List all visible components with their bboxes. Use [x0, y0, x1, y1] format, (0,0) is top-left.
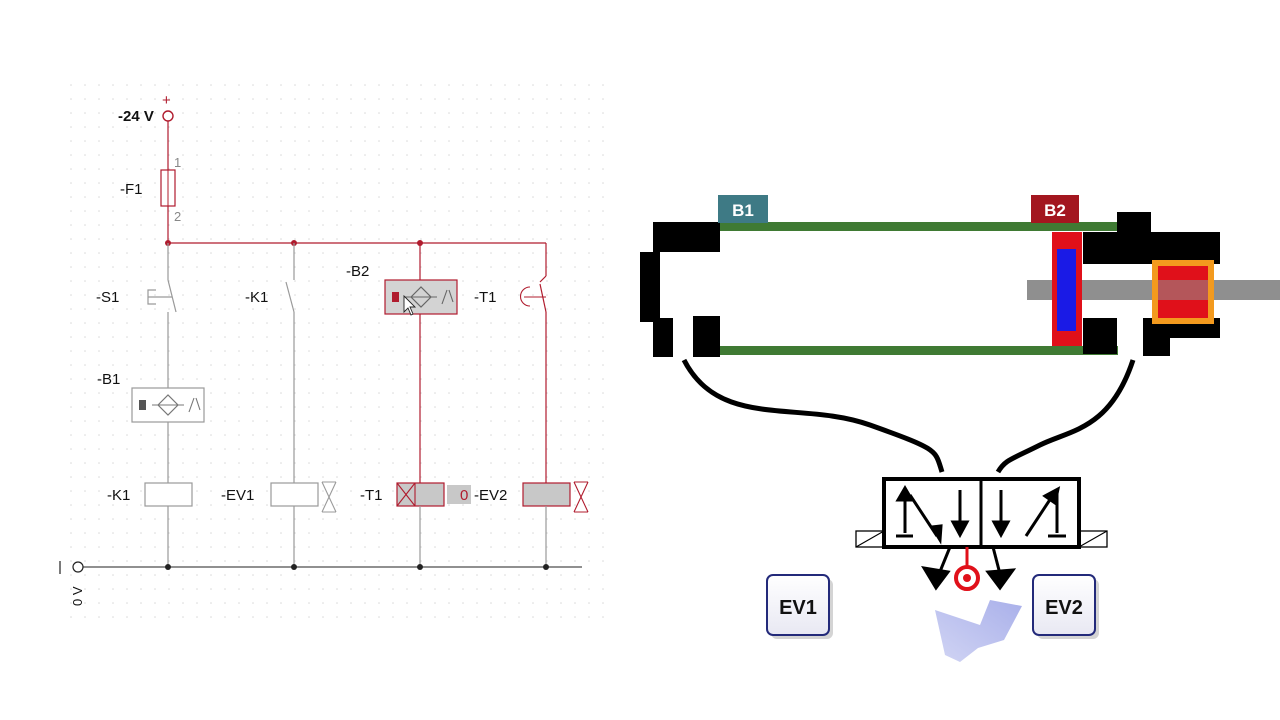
electrical-schematic: + -24 V -F1 1 2 -S1 -B1 -K1: [59, 80, 608, 620]
timer-counter-value: 0: [460, 487, 468, 504]
timer-counter-box: [447, 485, 471, 504]
cylinder-right-port-block: [1143, 336, 1170, 356]
mouse-cursor-icon: [403, 294, 417, 316]
valve-symbol-ev2: [573, 481, 589, 513]
fuse-pin-top: 1: [174, 155, 181, 170]
valve-exhaust-ports: [921, 546, 1017, 591]
supply-label: -24 V: [118, 108, 154, 125]
sensor-b2-tag: B2: [1031, 195, 1079, 223]
timer-delay-symbol: [519, 286, 546, 307]
piston: [1057, 249, 1076, 331]
sensor-b1-tag: B1: [718, 195, 768, 223]
cylinder-bottom-wall: [720, 346, 1118, 355]
valve-left-position: [895, 485, 970, 545]
relay-coil-k1[interactable]: [144, 482, 193, 507]
ev2-button-label: EV2: [1045, 597, 1083, 619]
valve-symbol-ev1: [321, 481, 337, 513]
cylinder-left-cap-bottom: [653, 318, 673, 357]
cylinder-right-cap-bottom: [1083, 318, 1117, 354]
cylinder-right-cap-top: [1083, 232, 1220, 264]
hose-right: [995, 359, 1136, 474]
hose-left: [681, 358, 945, 473]
timer-coil-t1[interactable]: [396, 482, 445, 507]
junction-6: [291, 564, 297, 570]
contact-k1-blade: [285, 281, 295, 313]
schematic-grid: [60, 80, 608, 620]
b1-label: -B1: [97, 371, 120, 388]
junction-7: [417, 564, 423, 570]
s1-label: -S1: [96, 289, 119, 306]
timer-contact-t1-stub: [539, 275, 547, 283]
ground-label: 0 V: [70, 586, 85, 606]
flow-direction-arrow-icon: [935, 600, 1022, 662]
b2-label: -B2: [346, 263, 369, 280]
svg-text:B1: B1: [732, 201, 754, 220]
cylinder-left-port-block: [640, 252, 660, 322]
sensor-b2-symbol[interactable]: [384, 279, 458, 316]
fuse-label: -F1: [120, 181, 143, 198]
valve-right-position: [991, 486, 1066, 539]
svg-text:B2: B2: [1044, 201, 1066, 220]
ev1-coil-label: -EV1: [221, 487, 254, 504]
ev2-button[interactable]: EV2: [1032, 574, 1099, 639]
junction-8: [543, 564, 549, 570]
sensor-b1-symbol[interactable]: [131, 387, 205, 423]
solenoid-coil-ev1[interactable]: [270, 482, 319, 507]
pressure-source-dot: [963, 574, 971, 582]
switch-s1-blade: [167, 279, 177, 313]
directional-valve[interactable]: [855, 477, 1108, 591]
supply-plus-sign: +: [162, 92, 171, 109]
solenoid-coil-ev2[interactable]: [522, 482, 571, 507]
cylinder-left-inner-block: [693, 316, 720, 357]
cylinder-left-cap-top: [653, 222, 720, 318]
cylinder-top-wall: [720, 222, 1118, 231]
t1-contact-label: -T1: [474, 289, 497, 306]
ev1-button[interactable]: EV1: [766, 574, 833, 639]
t1-coil-label: -T1: [360, 487, 383, 504]
cylinder: [640, 212, 1280, 357]
ground-terminal: [72, 561, 84, 573]
pushbutton-actuator-s1[interactable]: [147, 289, 172, 305]
junction-5: [165, 564, 171, 570]
k1-coil-label: -K1: [107, 487, 130, 504]
pneumatic-circuit: B1 B2: [640, 195, 1280, 662]
fuse-pin-bottom: 2: [174, 209, 181, 224]
k1-contact-label: -K1: [245, 289, 268, 306]
ev1-button-label: EV1: [779, 597, 817, 619]
rod-through-cushion: [1158, 280, 1208, 300]
ev2-coil-label: -EV2: [474, 487, 507, 504]
timer-contact-t1-blade: [539, 283, 547, 313]
supply-terminal: [162, 110, 174, 122]
